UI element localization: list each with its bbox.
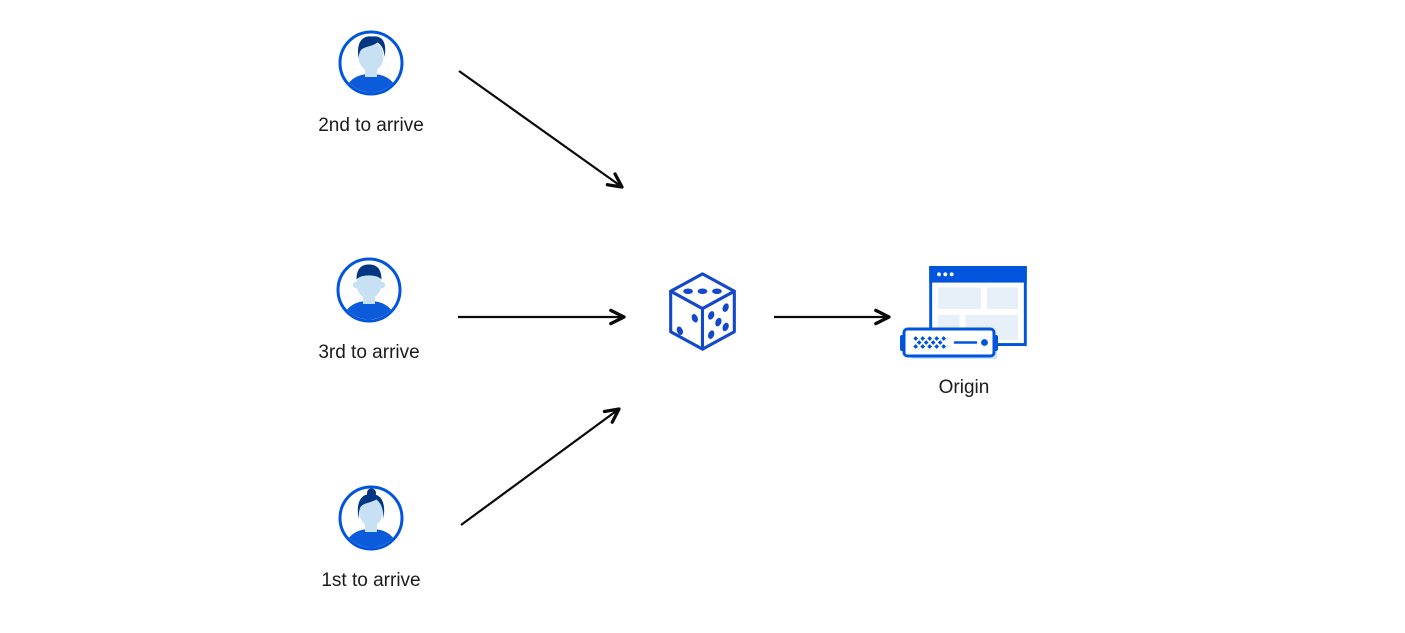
female-bun-avatar-icon	[338, 485, 404, 551]
male-quiff-avatar-icon	[338, 30, 404, 96]
user-node-2nd: 2nd to arrive	[301, 30, 441, 137]
male-short-hair-avatar-icon	[336, 257, 402, 323]
server-icon	[900, 327, 998, 359]
random-selector-node	[667, 271, 738, 352]
origin-label: Origin	[938, 377, 990, 398]
user-label-2nd: 2nd to arrive	[318, 115, 424, 136]
user-label-3rd: 3rd to arrive	[318, 342, 420, 363]
user-node-1st: 1st to arrive	[301, 485, 441, 592]
arrow-user2nd-to-dice	[458, 70, 624, 189]
dice-icon	[669, 272, 736, 351]
origin-node: Origin	[896, 264, 1032, 406]
user-node-3rd: 3rd to arrive	[299, 257, 439, 364]
arrow-user1st-to-dice	[460, 407, 621, 526]
user-label-1st: 1st to arrive	[321, 570, 421, 591]
